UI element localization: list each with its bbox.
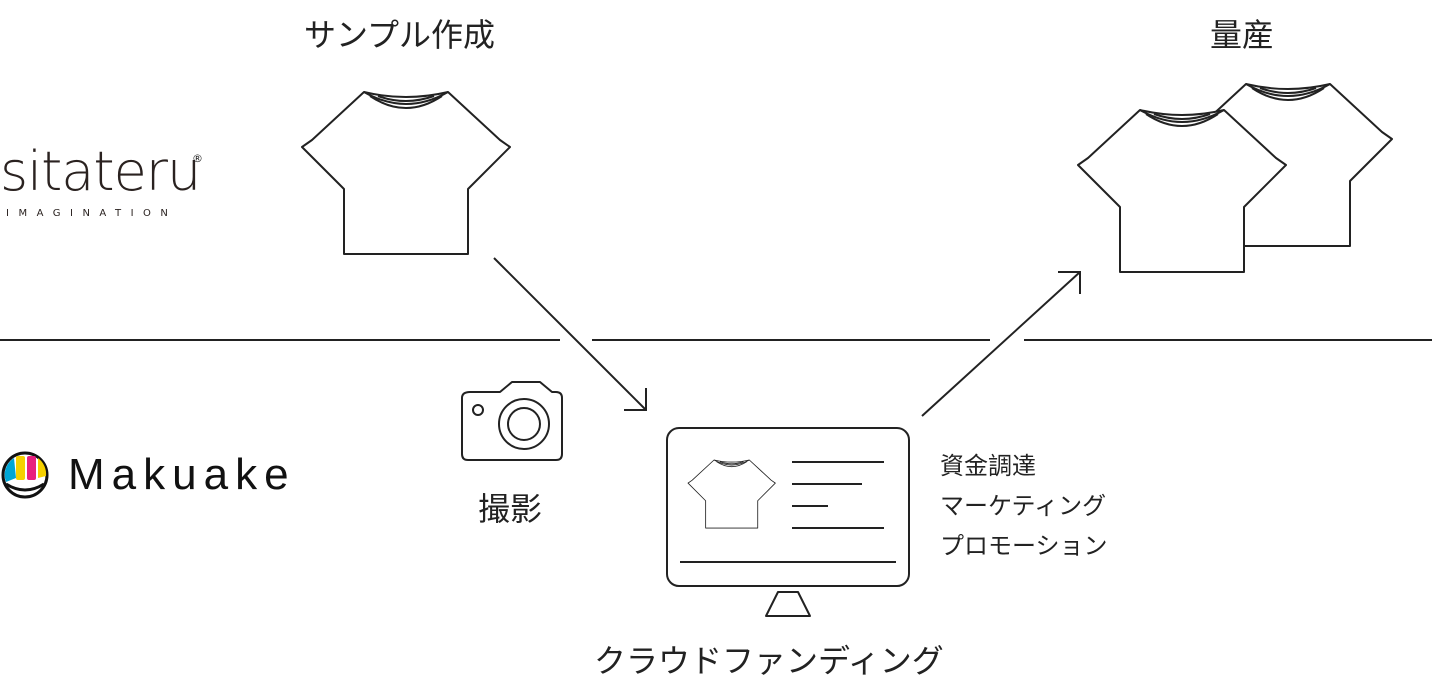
crowdfunding-task-list: 資金調達 マーケティング プロモーション [940,446,1108,566]
mass-production-label: 量産 [1210,16,1275,54]
camera-icon [461,381,563,461]
monitor-icon [666,427,910,617]
sitateru-wordmark: sitateru [0,140,201,203]
sitateru-logo: sitateru ® IMAGINATION [0,140,203,219]
makuake-wordmark: Makuake [68,450,296,499]
sample-label: サンプル作成 [304,16,496,54]
crowdfunding-label: クラウドファンディング [594,642,944,680]
task-marketing: マーケティング [940,492,1107,520]
task-funding: 資金調達 [940,452,1036,480]
makuake-logo-mark [1,451,49,499]
sample-tshirt-icon [301,91,511,255]
sitateru-tagline: IMAGINATION [6,208,178,219]
registered-mark: ® [192,152,203,165]
arrow-down-icon [493,257,647,411]
arrow-up-icon [921,271,1081,417]
photo-label: 撮影 [478,490,543,528]
task-promotion: プロモーション [940,532,1108,560]
